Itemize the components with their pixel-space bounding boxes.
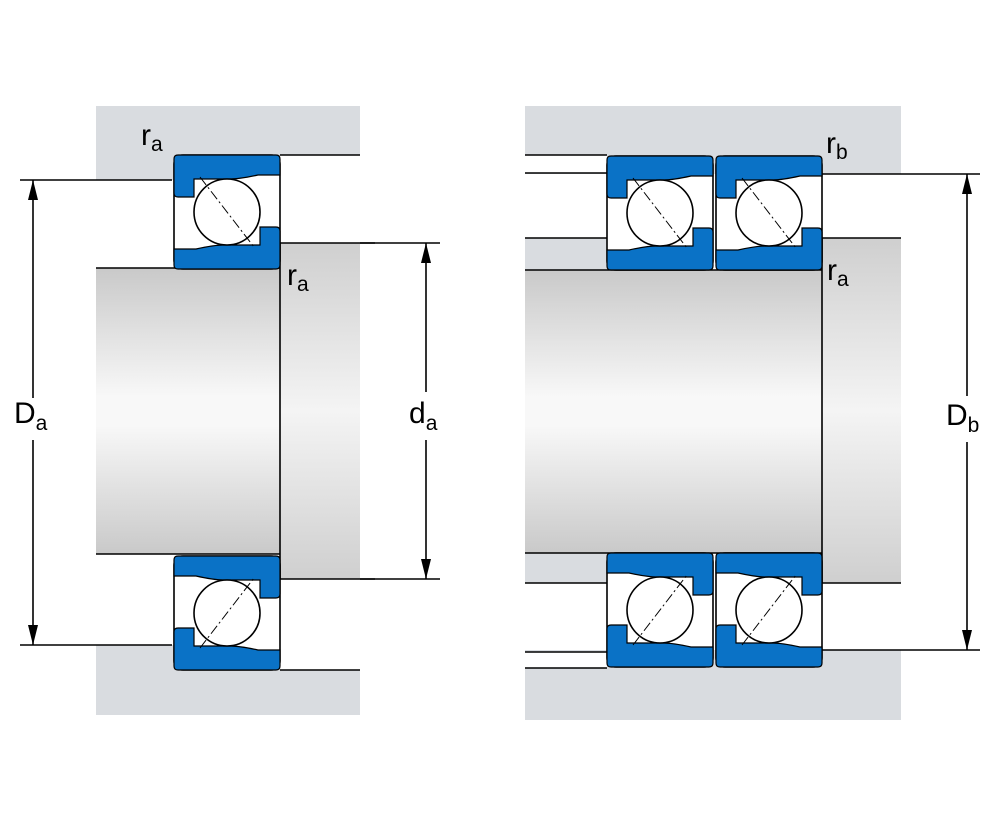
- right-bearing-top-2: [715, 155, 823, 271]
- label-ra-left-corner: ra: [287, 259, 309, 296]
- label-Da: Da: [14, 397, 48, 435]
- right-bearing-top-1: [606, 155, 714, 271]
- left-shaft-shoulder: [280, 243, 360, 579]
- dimension-Db: [901, 173, 980, 651]
- dimension-Da: [20, 179, 96, 646]
- left-assembly: [20, 106, 440, 715]
- label-rb-right-top: rb: [826, 127, 848, 164]
- left-shaft: [96, 268, 280, 554]
- left-bearing-top: [173, 154, 281, 270]
- right-bearing-bottom-2: [715, 552, 823, 668]
- dimension-da: [360, 242, 440, 580]
- right-assembly: [525, 106, 980, 720]
- label-ra-left-top: ra: [141, 119, 163, 156]
- right-bearing-bottom-1: [606, 552, 714, 668]
- left-bearing-bottom: [173, 555, 281, 671]
- right-shaft: [525, 270, 822, 553]
- label-Db: Db: [946, 399, 979, 437]
- label-ra-right-corner: ra: [827, 254, 849, 291]
- label-da: da: [409, 397, 438, 435]
